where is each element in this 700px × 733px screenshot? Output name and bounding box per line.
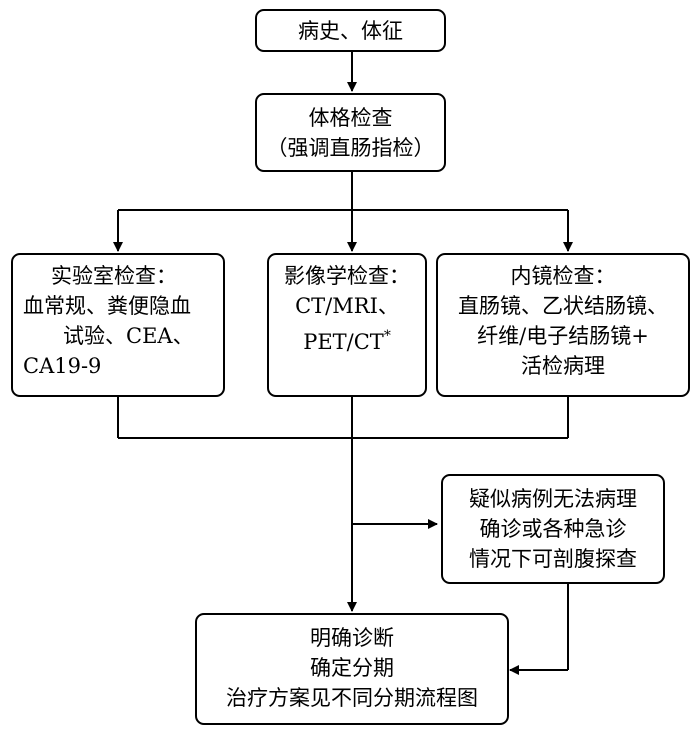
diagnosis-line-1: 明确诊断 [310, 626, 394, 650]
endoscopy-title: 内镜检查： [510, 264, 616, 288]
exploratory-line-3: 情况下可剖腹探查 [469, 547, 637, 571]
diagnosis-line-2: 确定分期 [310, 656, 394, 680]
endoscopy-node: 内镜检查： 直肠镜、乙状结肠镜、 纤维/电子结肠镜+ 活检病理 [436, 253, 690, 397]
lab-tests-line-1: 血常规、粪便隐血 [23, 294, 191, 318]
imaging-line-2: PET/CT* [269, 321, 425, 357]
imaging-line-1: CT/MRI、 [295, 294, 399, 318]
endoscopy-line-3: 活检病理 [521, 354, 605, 378]
physical-exam-title: 体格检查 [308, 106, 393, 130]
lab-tests-line-3: CA19-9 [23, 354, 102, 378]
imaging-title: 影像学检查： [284, 264, 410, 288]
endoscopy-line-1: 直肠镜、乙状结肠镜、 [458, 294, 668, 318]
exploratory-line-2: 确诊或各种急诊 [479, 517, 627, 541]
endoscopy-line-2: 纤维/电子结肠镜+ [477, 324, 649, 348]
lab-tests-node: 实验室检查： 血常规、粪便隐血 试验、CEA、 CA19-9 [11, 253, 225, 397]
physical-exam-note: （强调直肠指检） [266, 136, 435, 160]
diagnosis-node: 明确诊断 确定分期 治疗方案见不同分期流程图 [195, 613, 509, 725]
lab-tests-title: 实验室检查： [51, 264, 177, 288]
diagnosis-line-3: 治疗方案见不同分期流程图 [226, 686, 478, 710]
history-node: 病史、体征 [255, 9, 446, 52]
imaging-node: 影像学检查： CT/MRI、 PET/CT* [267, 253, 427, 397]
history-text: 病史、体征 [298, 19, 403, 43]
imaging-pet-ct: PET/CT [303, 330, 384, 354]
exploratory-line-1: 疑似病例无法病理 [469, 487, 637, 511]
exploratory-node: 疑似病例无法病理 确诊或各种急诊 情况下可剖腹探查 [441, 474, 665, 584]
physical-exam-node: 体格检查 （强调直肠指检） [255, 93, 446, 172]
lab-tests-line-2: 试验、CEA、 [63, 324, 194, 348]
imaging-footnote-mark: * [383, 328, 391, 344]
